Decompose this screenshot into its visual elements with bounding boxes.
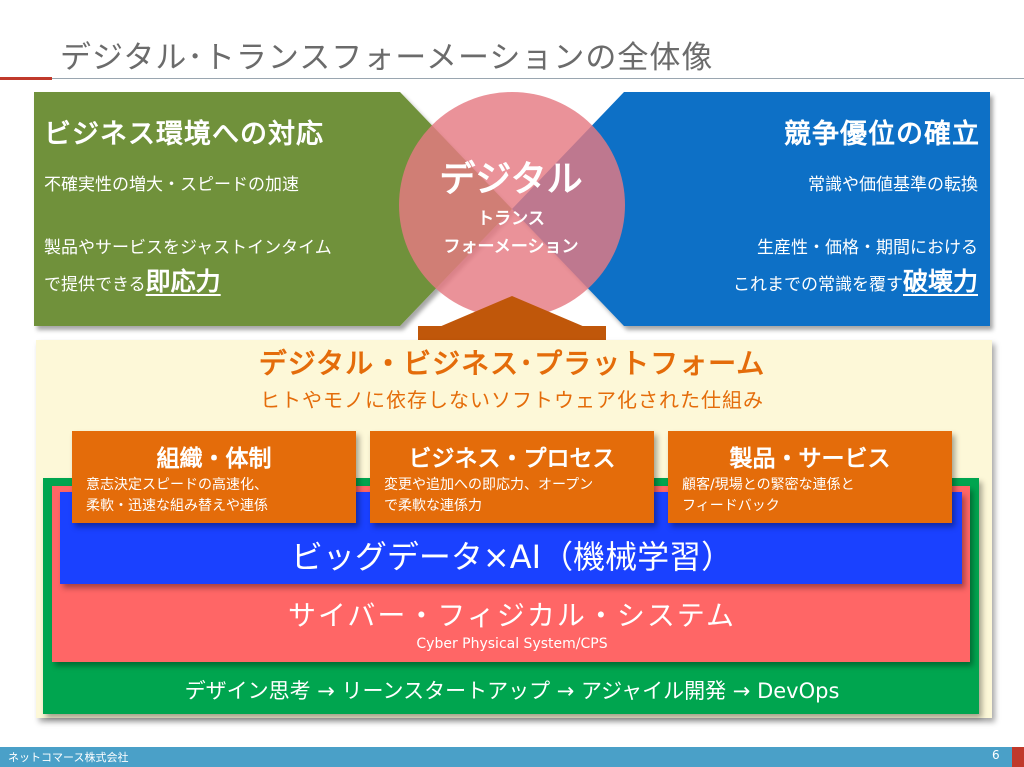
green-panel bbox=[34, 92, 512, 326]
left-heading: ビジネス環境への対応 bbox=[44, 119, 324, 150]
box-line: 意志決定スピードの高速化、 bbox=[86, 477, 268, 493]
cps-label-ja: サイバー・フィジカル・システム bbox=[287, 599, 737, 632]
center-sub1: トランス bbox=[477, 209, 545, 229]
top-diagram bbox=[34, 92, 990, 340]
right-line1: 常識や価値基準の転換 bbox=[808, 175, 978, 195]
platform-subtitle: ヒトやモノに依存しないソフトウェア化された仕組み bbox=[260, 388, 764, 412]
box-organization: 組織・体制 意志決定スピードの高速化、 柔軟・迅速な組み替えや連係 bbox=[72, 431, 356, 523]
box-heading: 組織・体制 bbox=[156, 446, 272, 472]
right-emphasis: 破壊力 bbox=[902, 267, 978, 296]
box-heading: ビジネス・プロセス bbox=[408, 446, 616, 472]
box-line: で柔軟な連係力 bbox=[384, 498, 482, 514]
process-label: デザイン思考 → リーンスタートアップ → アジャイル開発 → DevOps bbox=[184, 679, 840, 703]
right-line3-prefix: これまでの常識を覆す bbox=[732, 275, 903, 295]
box-line: フィードバック bbox=[682, 498, 780, 514]
center-circle bbox=[399, 92, 625, 318]
title-accent-bar bbox=[0, 77, 52, 80]
right-line2: 生産性・価格・期間における bbox=[757, 238, 978, 258]
page-title: デジタル･トランスフォーメーションの全体像 bbox=[60, 40, 714, 76]
left-line3: で提供できる即応力 bbox=[44, 262, 221, 298]
platform-title: デジタル・ビジネス･プラットフォーム bbox=[258, 347, 766, 380]
left-line3-prefix: で提供できる bbox=[44, 275, 146, 295]
cps-label-en: Cyber Physical System/CPS bbox=[416, 636, 608, 652]
bigdata-label: ビッグデータ×AI（機械学習） bbox=[290, 538, 734, 576]
footer-bar bbox=[0, 747, 1024, 767]
box-products-services: 製品・サービス 顧客/現場との緊密な連係と フィードバック bbox=[668, 431, 952, 523]
box-line: 変更や追加への即応力、オープン bbox=[384, 477, 594, 493]
box-line: 柔軟・迅速な組み替えや連係 bbox=[86, 498, 268, 514]
box-heading: 製品・サービス bbox=[729, 446, 891, 472]
left-line2: 製品やサービスをジャストインタイム bbox=[44, 238, 332, 258]
right-heading: 競争優位の確立 bbox=[784, 119, 980, 150]
center-main: デジタル bbox=[439, 159, 583, 200]
footer-accent bbox=[1012, 747, 1024, 767]
box-line: 顧客/現場との緊密な連係と bbox=[682, 477, 855, 493]
page-number: 6 bbox=[992, 748, 1000, 762]
center-sub2: フォーメーション bbox=[443, 237, 579, 257]
left-emphasis: 即応力 bbox=[145, 267, 221, 296]
title-divider bbox=[52, 78, 1024, 79]
left-line1: 不確実性の増大・スピードの加速 bbox=[44, 175, 299, 195]
footer-company: ネットコマース株式会社 bbox=[8, 751, 129, 764]
box-business-process: ビジネス・プロセス 変更や追加への即応力、オープン で柔軟な連係力 bbox=[370, 431, 654, 523]
up-arrow-head bbox=[432, 296, 592, 330]
blue-panel bbox=[512, 92, 990, 326]
right-line3: これまでの常識を覆す破壊力 bbox=[733, 262, 978, 298]
